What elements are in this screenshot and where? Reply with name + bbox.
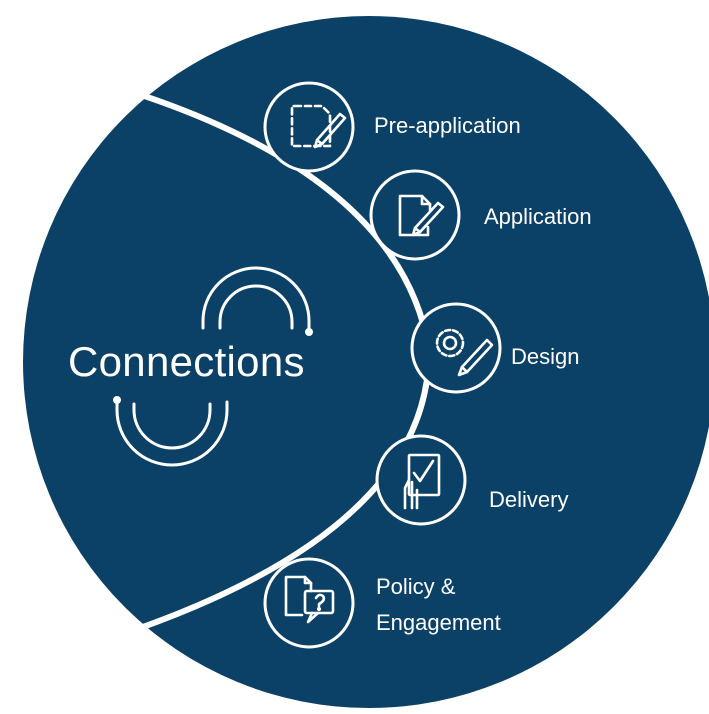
stage-label-pre-application: Pre-application (374, 113, 521, 138)
stage-label-design: Design (511, 344, 580, 369)
stage-node-policy-engagement (263, 557, 355, 649)
stage-label-delivery: Delivery (489, 487, 569, 512)
connections-logo-top-arcs (201, 266, 311, 332)
document-pen-icon (398, 194, 445, 237)
documents-question-icon (284, 575, 335, 624)
hand-checklist-icon (403, 453, 441, 510)
stage-node-design (410, 302, 502, 394)
logo-dot-top (305, 328, 313, 336)
stage-label-policy-line2: Engagement (376, 610, 501, 635)
background-circle (23, 16, 709, 708)
stage-label-policy-line1: Policy & (376, 574, 456, 599)
stage-node-pre-application (263, 81, 355, 173)
gear-pen-icon (435, 328, 494, 377)
connections-logo-bottom-arcs (115, 400, 229, 467)
stage-label-application: Application (484, 204, 592, 229)
logo-inner-arc-top (218, 284, 294, 330)
logo-dot-bottom (113, 396, 121, 404)
logo-inner-arc-bottom (132, 402, 212, 450)
dashed-document-pen-icon (290, 104, 347, 149)
logo-outer-arc-top (201, 266, 311, 332)
stage-node-application (369, 169, 461, 261)
stage-node-delivery (375, 434, 467, 526)
logo-outer-arc-bottom (115, 400, 229, 467)
connections-title: Connections (68, 338, 305, 385)
